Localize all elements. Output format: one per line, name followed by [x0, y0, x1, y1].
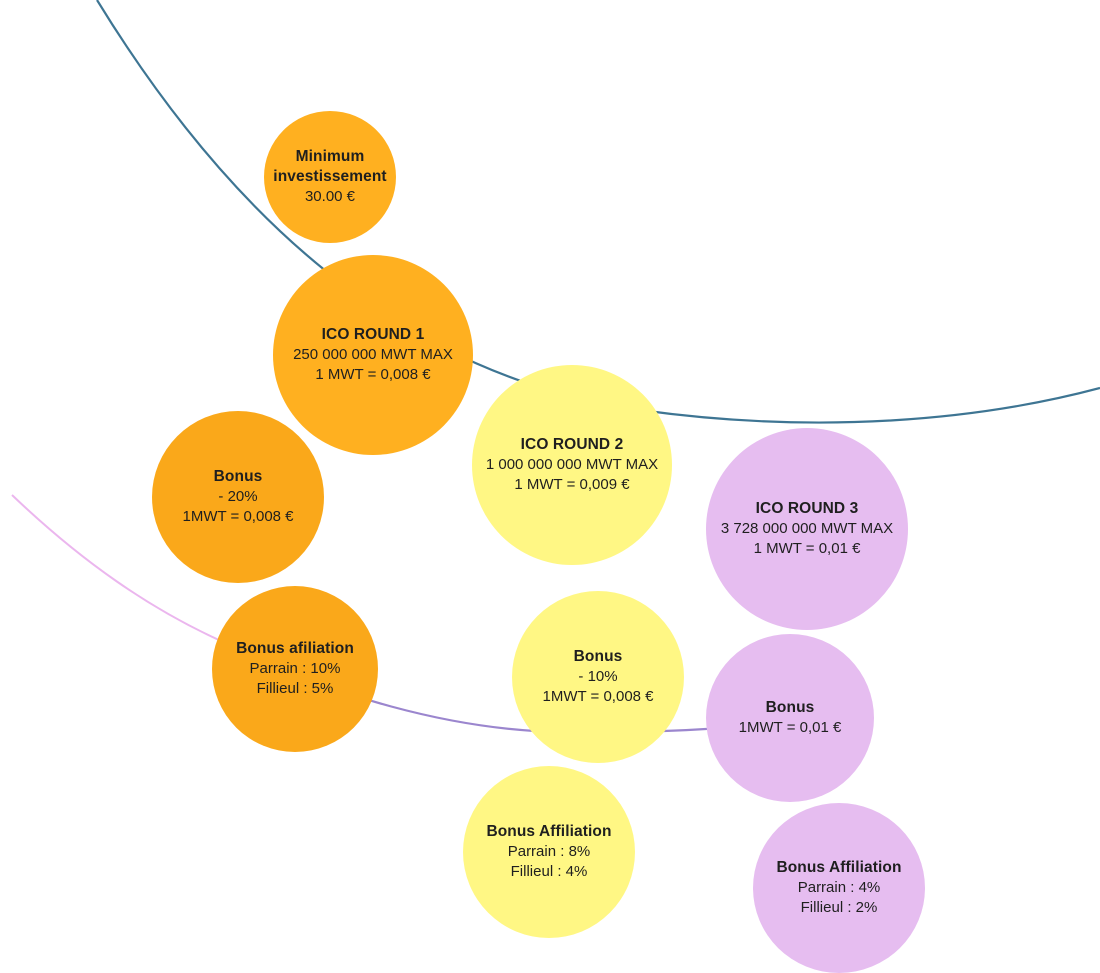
round3-affiliation-bubble: Bonus Affiliation Parrain : 4% Fillieul …: [753, 803, 925, 973]
min-invest-value: 30.00 €: [304, 188, 356, 205]
round2-bonus-price: 1MWT = 0,008 €: [542, 688, 654, 705]
round3-price: 1 MWT = 0,01 €: [753, 540, 861, 557]
round1-title: ICO ROUND 1: [321, 326, 425, 343]
round2-bonus-title: Bonus: [573, 648, 623, 665]
round2-bubble: ICO ROUND 2 1 000 000 000 MWT MAX 1 MWT …: [472, 365, 672, 565]
round1-affiliation-fillieul: Fillieul : 5%: [256, 680, 334, 697]
min-invest-bubble: Minimum investissement 30.00 €: [264, 111, 396, 243]
round1-bonus-discount: - 20%: [218, 488, 258, 505]
round2-affiliation-fillieul: Fillieul : 4%: [510, 863, 588, 880]
round2-price: 1 MWT = 0,009 €: [514, 476, 630, 493]
round1-bonus-bubble: Bonus - 20% 1MWT = 0,008 €: [152, 411, 324, 583]
round2-bonus-discount: - 10%: [578, 668, 618, 685]
pink-arc: [11, 494, 231, 646]
round2-supply: 1 000 000 000 MWT MAX: [485, 456, 659, 473]
round1-affiliation-title: Bonus afiliation: [236, 640, 354, 657]
round2-affiliation-parrain: Parrain : 8%: [507, 843, 591, 860]
round1-supply: 250 000 000 MWT MAX: [293, 346, 453, 363]
min-invest-title-1: Minimum: [295, 148, 365, 165]
round2-bonus-bubble: Bonus - 10% 1MWT = 0,008 €: [512, 591, 684, 763]
round2-affiliation-title: Bonus Affiliation: [486, 823, 612, 840]
round3-affiliation-fillieul: Fillieul : 2%: [800, 899, 878, 916]
round1-price: 1 MWT = 0,008 €: [315, 366, 431, 383]
round1-bonus-price: 1MWT = 0,008 €: [182, 508, 294, 525]
round1-affiliation-parrain: Parrain : 10%: [249, 660, 341, 677]
round3-affiliation-title: Bonus Affiliation: [776, 859, 902, 876]
round3-title: ICO ROUND 3: [755, 500, 859, 517]
min-invest-title-2: investissement: [273, 168, 387, 185]
round3-supply: 3 728 000 000 MWT MAX: [720, 520, 894, 537]
round2-affiliation-bubble: Bonus Affiliation Parrain : 8% Fillieul …: [463, 766, 635, 938]
round2-title: ICO ROUND 2: [520, 436, 624, 453]
round1-affiliation-bubble: Bonus afiliation Parrain : 10% Fillieul …: [212, 586, 378, 752]
round3-bonus-price: 1MWT = 0,01 €: [738, 719, 842, 736]
round1-bubble: ICO ROUND 1 250 000 000 MWT MAX 1 MWT = …: [273, 255, 473, 455]
blue-arc: [96, 0, 1100, 424]
round3-affiliation-parrain: Parrain : 4%: [797, 879, 881, 896]
round3-bubble: ICO ROUND 3 3 728 000 000 MWT MAX 1 MWT …: [706, 428, 908, 630]
round3-bonus-title: Bonus: [765, 699, 815, 716]
round1-bonus-title: Bonus: [213, 468, 263, 485]
round3-bonus-bubble: Bonus 1MWT = 0,01 €: [706, 634, 874, 802]
